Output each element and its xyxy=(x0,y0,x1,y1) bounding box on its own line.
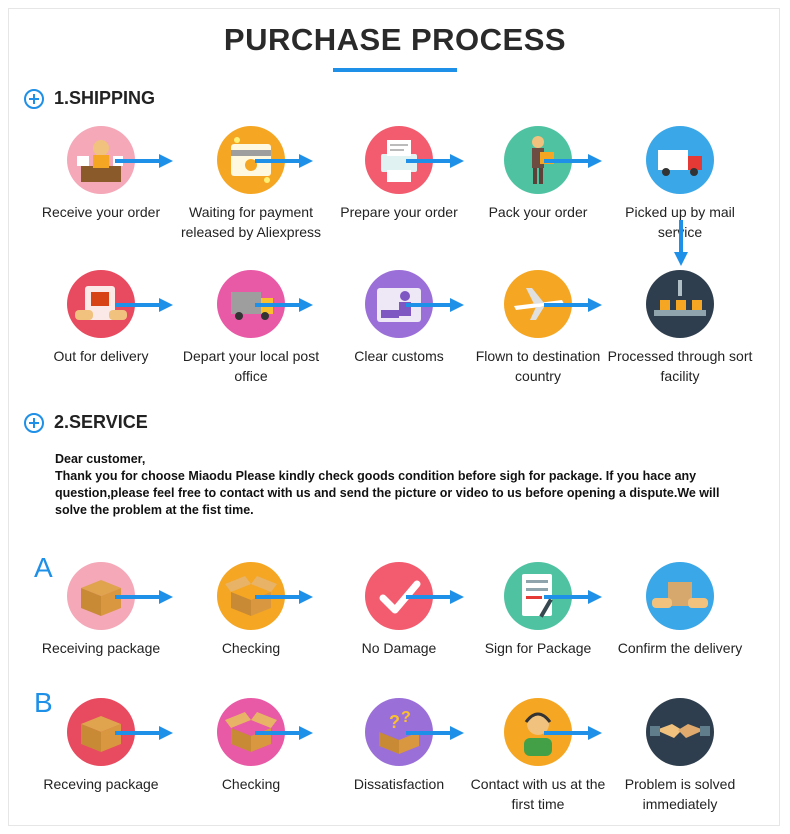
step-label: Waiting for payment released by Aliexpre… xyxy=(176,202,326,242)
service-message: Dear customer, Thank you for choose Miao… xyxy=(55,451,745,519)
arrow-right-icon xyxy=(115,590,173,604)
arrow-right-icon xyxy=(544,298,602,312)
arrow-right-icon xyxy=(544,590,602,604)
step-label: Pack your order xyxy=(463,202,613,222)
message-greeting: Dear customer, xyxy=(55,451,745,468)
step-label: Processed through sort facility xyxy=(605,346,755,386)
step-label: Receiving package xyxy=(26,638,176,658)
arrow-right-icon xyxy=(544,726,602,740)
step-label: Receive your order xyxy=(26,202,176,222)
step-label: Depart your local post office xyxy=(176,346,326,386)
arrow-down-icon xyxy=(674,220,688,266)
step-label: Checking xyxy=(176,638,326,658)
svg-text:?: ? xyxy=(389,712,400,732)
step-label: Sign for Package xyxy=(463,638,613,658)
arrow-right-icon xyxy=(115,298,173,312)
message-body: Thank you for choose Miaodu Please kindl… xyxy=(55,468,745,519)
step-label: Out for delivery xyxy=(26,346,176,366)
section-shipping-title: 1.SHIPPING xyxy=(54,88,155,109)
step-label: Dissatisfaction xyxy=(324,774,474,794)
flow-a-letter: A xyxy=(34,552,53,584)
arrow-right-icon xyxy=(255,726,313,740)
step-label: Clear customs xyxy=(324,346,474,366)
plus-circle-icon xyxy=(24,413,44,433)
arrow-right-icon xyxy=(255,154,313,168)
step-label: Prepare your order xyxy=(324,202,474,222)
step-label: No Damage xyxy=(324,638,474,658)
step-label: Flown to destination country xyxy=(463,346,613,386)
plus-circle-icon xyxy=(24,89,44,109)
arrow-right-icon xyxy=(406,590,464,604)
page-title: PURCHASE PROCESS xyxy=(0,22,790,58)
arrow-right-icon xyxy=(255,298,313,312)
arrow-right-icon xyxy=(544,154,602,168)
step-label: Confirm the delivery xyxy=(605,638,755,658)
arrow-right-icon xyxy=(406,726,464,740)
step-label: Problem is solved immediately xyxy=(605,774,755,814)
step-label: Receving package xyxy=(26,774,176,794)
flow-b-letter: B xyxy=(34,687,53,719)
arrow-right-icon xyxy=(406,154,464,168)
section-service-title: 2.SERVICE xyxy=(54,412,148,433)
step-label: Checking xyxy=(176,774,326,794)
arrow-right-icon xyxy=(406,298,464,312)
title-underline xyxy=(333,68,457,72)
step-label: Contact with us at the first time xyxy=(463,774,613,814)
package-handover-icon xyxy=(646,562,714,630)
arrow-right-icon xyxy=(115,726,173,740)
svg-text:?: ? xyxy=(401,709,411,726)
arrow-right-icon xyxy=(115,154,173,168)
arrow-right-icon xyxy=(255,590,313,604)
conveyor-sorting-icon xyxy=(646,270,714,338)
handshake-icon xyxy=(646,698,714,766)
delivery-truck-icon xyxy=(646,126,714,194)
